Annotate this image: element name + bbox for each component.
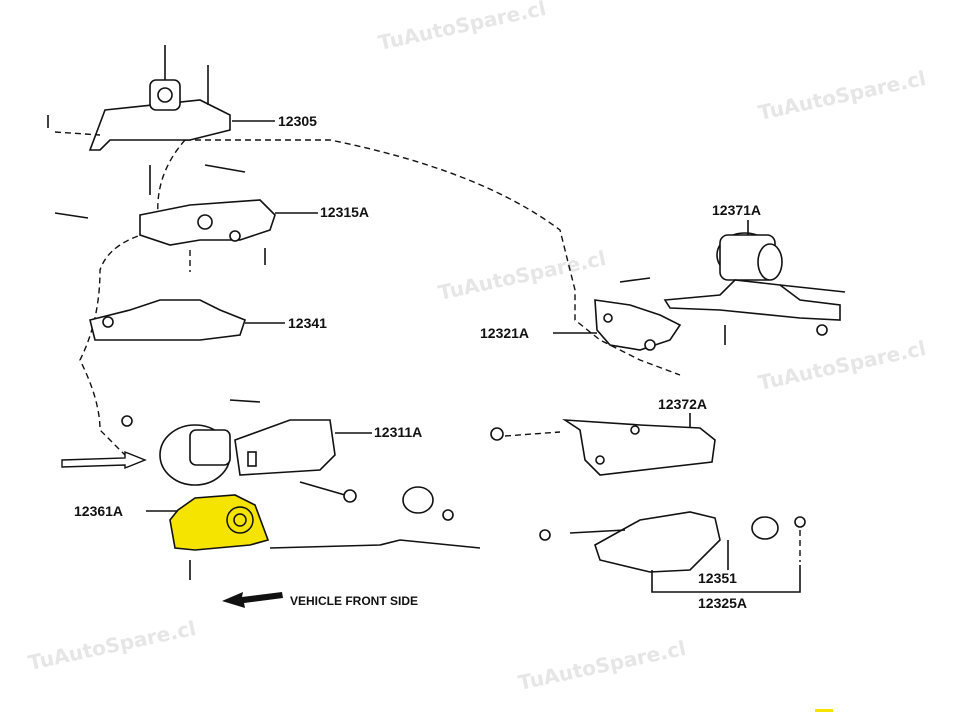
part-label-12371A: 12371A — [712, 202, 761, 218]
legend-swatch — [815, 709, 833, 712]
part-12371A[interactable] — [619, 232, 846, 345]
part-12321A[interactable] — [594, 299, 682, 351]
watermark: TuAutoSpare.cl — [756, 336, 928, 395]
frame-line — [269, 539, 481, 549]
part-12361A-highlighted[interactable] — [169, 494, 270, 580]
part-label-12372A: 12372A — [658, 396, 707, 412]
part-12311A[interactable] — [121, 399, 454, 521]
part-label-12321A: 12321A — [480, 325, 529, 341]
part-12351[interactable] — [539, 511, 806, 573]
part-12315A[interactable] — [54, 164, 276, 272]
direction-arrow-left — [222, 592, 283, 608]
part-label-12361A: 12361A — [74, 503, 123, 519]
part-label-12305: 12305 — [278, 113, 317, 129]
watermark: TuAutoSpare.cl — [756, 66, 928, 125]
watermark: TuAutoSpare.cl — [436, 246, 608, 305]
watermark: TuAutoSpare.cl — [516, 636, 688, 695]
bracket-12325A — [651, 565, 801, 593]
engine-outline — [185, 139, 681, 376]
part-label-12351: 12351 — [698, 570, 737, 586]
part-12341[interactable] — [89, 299, 246, 341]
part-label-12311A: 12311A — [374, 424, 422, 440]
part-label-12341: 12341 — [288, 315, 327, 331]
engine-outline-left — [79, 139, 186, 461]
part-label-12315A: 12315A — [320, 204, 369, 220]
part-12372A[interactable] — [490, 419, 716, 476]
watermark: TuAutoSpare.cl — [376, 0, 548, 55]
insert-arrow-right — [61, 450, 147, 470]
vehicle-front-side-note: VEHICLE FRONT SIDE — [290, 594, 418, 608]
part-12305[interactable] — [47, 45, 231, 195]
watermark: TuAutoSpare.cl — [26, 616, 198, 675]
part-label-12325A: 12325A — [698, 595, 747, 611]
